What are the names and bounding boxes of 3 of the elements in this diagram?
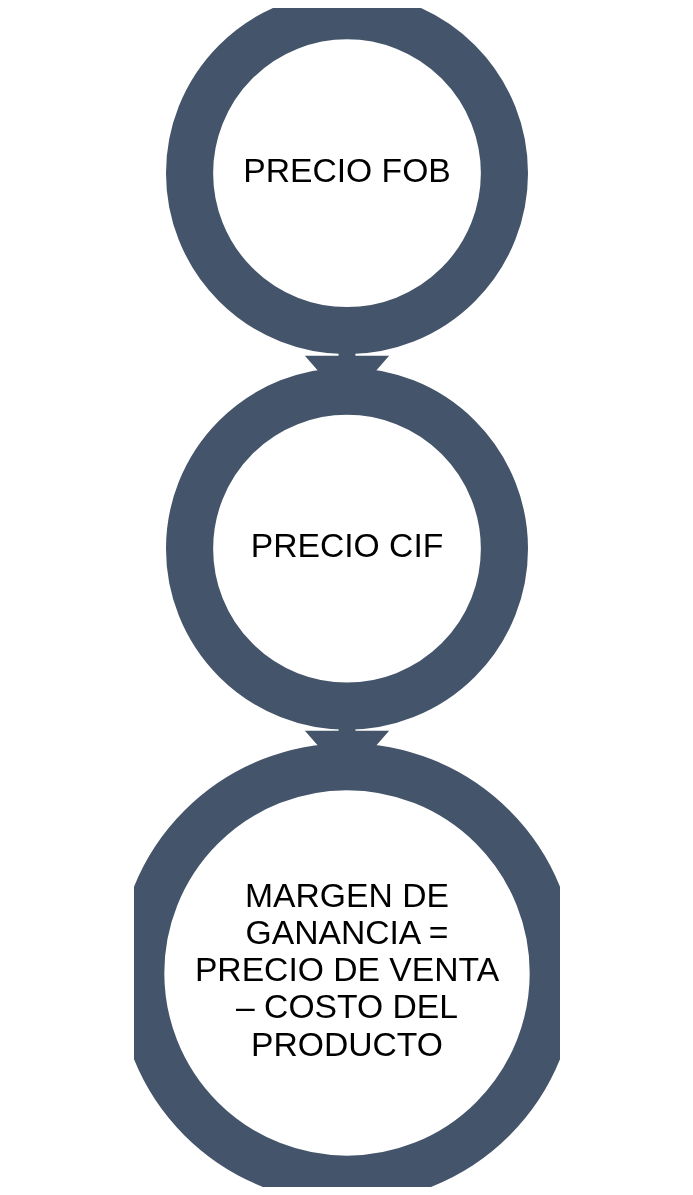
node-circle: PRECIO CIF: [165, 367, 528, 730]
node-circle: PRECIO FOB: [165, 8, 528, 355]
node-circle: MARGEN DE GANANCIA = PRECIO DE VENTA – COSTO DEL PRODUCTO: [133, 743, 560, 1187]
